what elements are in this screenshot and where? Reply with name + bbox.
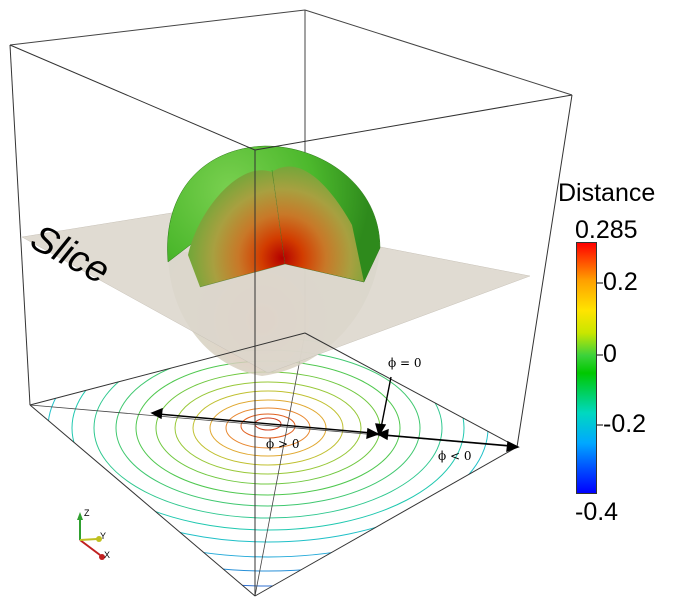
orientation-axes: [77, 512, 105, 560]
axis-x-label: X: [104, 550, 111, 560]
colorbar-max-label: 0.285: [575, 216, 638, 244]
cut-face-right: [272, 166, 364, 282]
phi-arrows: [150, 376, 520, 453]
axis-z-label: Z: [84, 508, 90, 518]
colorbar-title: Distance: [558, 179, 656, 207]
colorbar-tick-0.2: 0.2: [603, 268, 638, 296]
colorbar-tick-neg0.2: -0.2: [603, 410, 647, 438]
phi-zero-label: ϕ = 0: [388, 356, 422, 370]
colorbar-min-label: -0.4: [575, 498, 619, 526]
axis-y-label: Y: [100, 531, 107, 541]
phi-negative-label: ϕ < 0: [438, 449, 472, 463]
cut-face-left: [188, 170, 285, 287]
sphere-upper: [167, 145, 381, 288]
phi-positive-label: ϕ > 0: [266, 437, 300, 451]
bounding-box-front: [9, 44, 573, 597]
colorbar-tick-0: 0: [603, 340, 617, 368]
colorbar-gradient: [576, 242, 597, 494]
slice-plane: [21, 209, 531, 374]
